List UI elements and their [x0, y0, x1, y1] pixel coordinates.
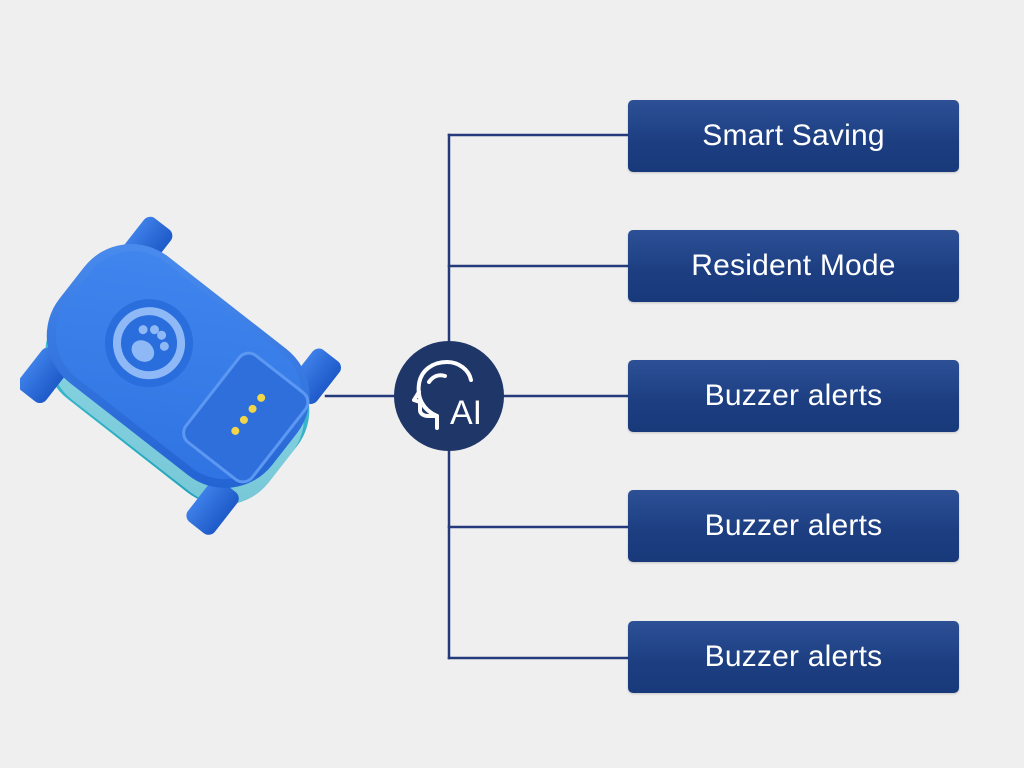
feature-label: Buzzer alerts: [704, 509, 883, 542]
feature-box-resident-mode: Resident Mode: [628, 230, 959, 302]
feature-label: Buzzer alerts: [704, 379, 883, 412]
ai-head-icon: [412, 360, 473, 430]
pet-tracker-device: [20, 216, 341, 535]
feature-label: Smart Saving: [702, 119, 885, 152]
feature-label: Buzzer alerts: [704, 640, 883, 673]
paw-icon: [105, 299, 194, 388]
feature-label: Resident Mode: [691, 249, 896, 282]
feature-box-buzzer-alerts: Buzzer alerts: [628, 490, 959, 562]
feature-box-buzzer-alerts: Buzzer alerts: [628, 360, 959, 432]
ai-label: AI: [450, 394, 482, 432]
feature-box-buzzer-alerts: Buzzer alerts: [628, 621, 959, 693]
feature-box-smart-saving: Smart Saving: [628, 100, 959, 172]
ai-hub: AI: [394, 341, 504, 451]
